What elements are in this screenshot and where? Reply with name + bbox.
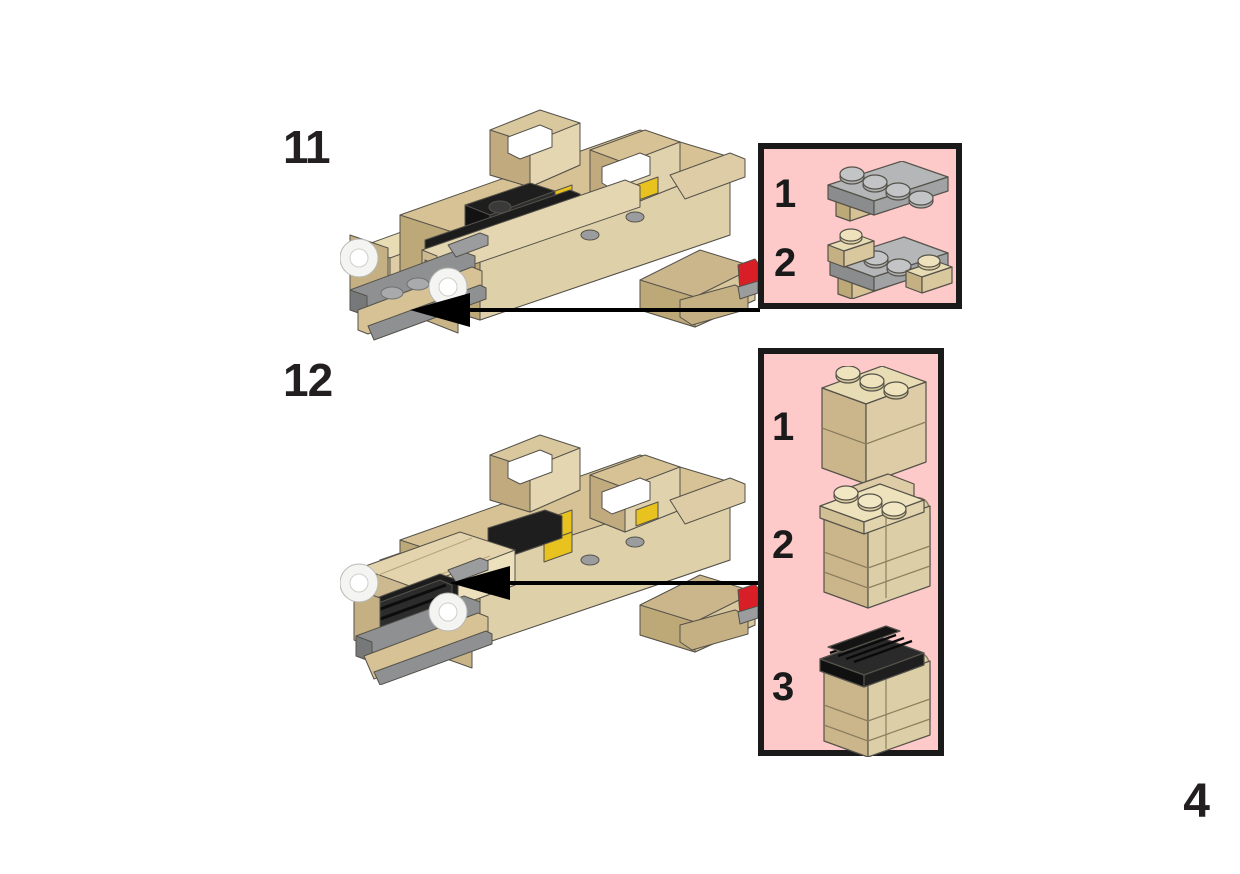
step-number-11: 11 bbox=[283, 121, 331, 173]
callout-11-part-index-2: 2 bbox=[774, 241, 797, 285]
callout-arrow-line-12 bbox=[510, 581, 760, 585]
step-12-model bbox=[340, 420, 780, 685]
callout-12-part-row-2: 2 bbox=[772, 472, 944, 617]
callout-12-part-index-1: 1 bbox=[772, 405, 795, 449]
callout-11-part-index-1: 1 bbox=[774, 172, 797, 216]
part-plate-1x4-gray-with-tan-ends bbox=[816, 227, 956, 299]
parts-callout-12: 1 bbox=[758, 348, 944, 757]
callout-arrow-head-11 bbox=[410, 293, 470, 327]
lego-model-12-svg bbox=[340, 434, 759, 685]
callout-arrow-line-11 bbox=[470, 308, 760, 312]
part-plate-1x4-light-gray bbox=[816, 161, 956, 227]
callout-12-part-row-1: 1 bbox=[772, 366, 944, 488]
callout-11-part-row-2: 2 bbox=[774, 227, 958, 299]
callout-12-part-index-2: 2 bbox=[772, 522, 795, 567]
callout-arrow-head-12 bbox=[450, 566, 510, 600]
step-number-12: 12 bbox=[283, 354, 333, 406]
callout-11-part-row-1: 1 bbox=[774, 161, 958, 227]
callout-12-part-index-3: 3 bbox=[772, 665, 795, 709]
callout-12-part-row-3: 3 bbox=[772, 617, 944, 757]
page-number: 4 bbox=[1183, 775, 1210, 828]
parts-callout-11: 1 bbox=[758, 143, 962, 309]
step-11-model bbox=[340, 95, 780, 360]
part-brick-assembly-tan-with-black-grille bbox=[814, 617, 936, 757]
lego-model-11-svg bbox=[340, 109, 759, 341]
part-brick-1x3-tan bbox=[814, 366, 934, 488]
part-brick-assembly-tan-with-curved-slope bbox=[814, 472, 936, 617]
